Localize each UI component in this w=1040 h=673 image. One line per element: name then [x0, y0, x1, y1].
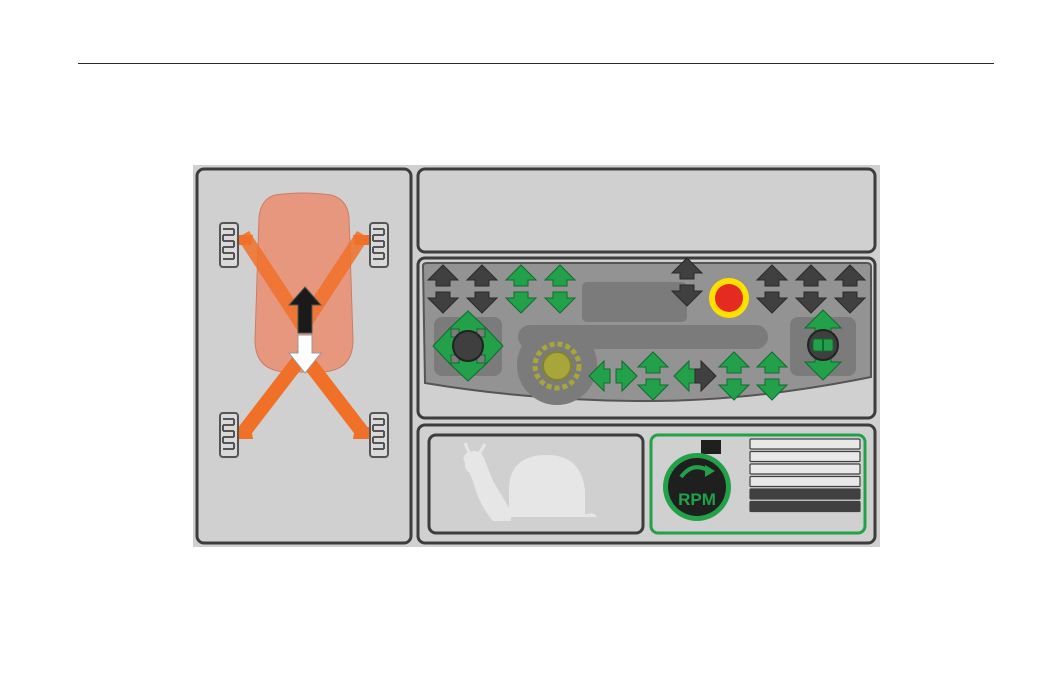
rpm-level-bar [750, 452, 860, 462]
header-rule [78, 63, 994, 64]
machine-view-panel [197, 169, 411, 543]
rpm-level-bar [750, 439, 860, 449]
rpm-level-bar [750, 464, 860, 474]
rpm-level-bar [750, 502, 860, 512]
rpm-label: RPM [678, 490, 716, 509]
track-front-left-icon [220, 223, 238, 267]
remote-control-diagram: RPM [193, 165, 880, 547]
speed-mode-panel [429, 435, 643, 533]
control-panel [418, 258, 875, 418]
rpm-level-bar [750, 489, 860, 499]
display-panel [418, 169, 875, 252]
display-slot [582, 282, 687, 322]
stop-button[interactable] [715, 284, 743, 312]
rpm-panel: RPM [651, 435, 865, 533]
track-front-right-icon [370, 223, 388, 267]
track-rear-left-icon [220, 413, 238, 457]
track-rear-right-icon [370, 413, 388, 457]
rpm-level-bar [750, 477, 860, 487]
